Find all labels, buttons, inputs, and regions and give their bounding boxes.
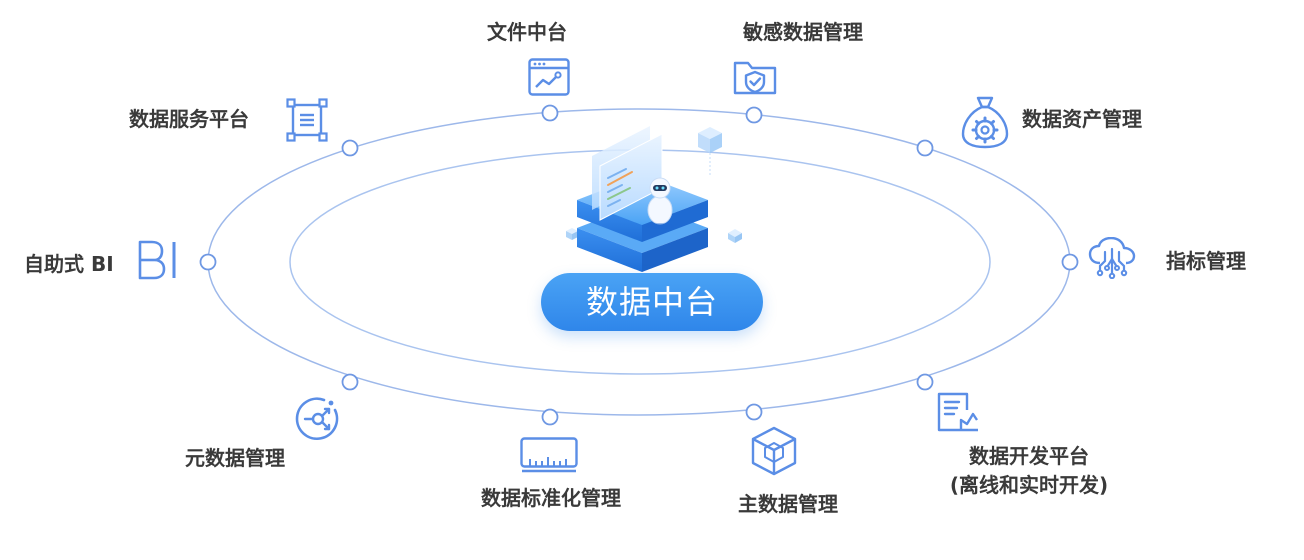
cube-icon <box>751 426 797 476</box>
ruler-icon <box>520 437 578 473</box>
document-chart-icon <box>937 392 978 432</box>
data-service-label: 数据服务平台 <box>129 107 249 131</box>
self-service-bi-label: 自助式 BI <box>24 252 114 276</box>
sensitive-data-label: 敏感数据管理 <box>743 20 863 44</box>
standardization-label: 数据标准化管理 <box>481 486 621 510</box>
bi-letters-icon <box>138 240 176 280</box>
data-asset-label: 数据资产管理 <box>1022 107 1142 131</box>
master-data-label: 主数据管理 <box>738 492 838 516</box>
server-platform-illustration <box>566 126 742 272</box>
core-platform-badge: 数据中台 <box>541 273 763 331</box>
orbit-node-master-data <box>745 403 763 421</box>
orbit-node-data-asset <box>916 139 934 157</box>
orbit-node-data-service <box>341 139 359 157</box>
metrics-label: 指标管理 <box>1166 249 1246 273</box>
frame-list-icon <box>286 98 328 142</box>
browser-chart-icon <box>528 58 570 96</box>
shield-folder-icon <box>733 61 777 95</box>
metadata-label: 元数据管理 <box>185 446 285 470</box>
orbit-node-metrics <box>1061 253 1079 271</box>
money-bag-gear-icon <box>961 96 1009 149</box>
orbit-node-sensitive-data <box>745 106 763 124</box>
file-platform-label: 文件中台 <box>487 20 567 44</box>
circular-share-icon <box>295 397 339 441</box>
orbit-node-standardization <box>541 408 559 426</box>
orbit-node-file-platform <box>541 104 559 122</box>
orbit-node-dev-platform <box>916 373 934 391</box>
dev-platform-sublabel: (离线和实时开发) <box>949 473 1109 497</box>
orbit-node-bi <box>199 253 217 271</box>
cloud-network-icon <box>1088 237 1136 279</box>
orbit-node-metadata <box>341 373 359 391</box>
dev-platform-label: 数据开发平台 <box>969 444 1089 468</box>
